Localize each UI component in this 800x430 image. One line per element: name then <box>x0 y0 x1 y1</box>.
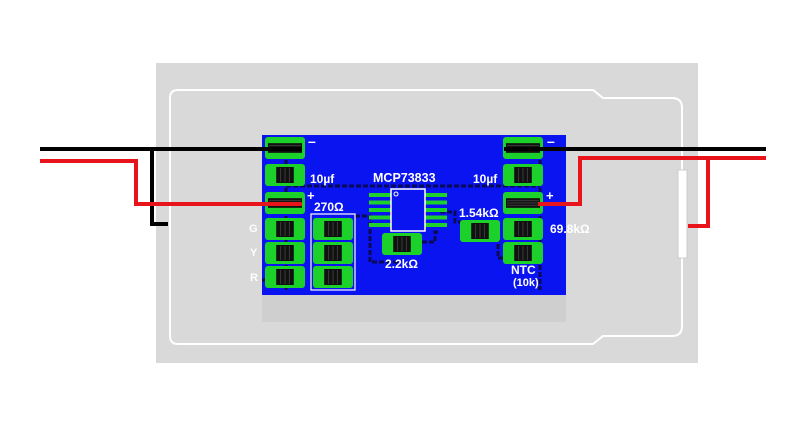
res-154k <box>460 220 500 242</box>
chip-pin <box>425 223 447 227</box>
chip-pin <box>369 223 391 227</box>
chip-body <box>390 188 426 232</box>
chip-pin <box>425 208 447 212</box>
component-pads <box>265 137 543 288</box>
pos-right-label: + <box>546 188 554 203</box>
enclosure-outline <box>169 89 683 345</box>
res-22k <box>382 233 422 255</box>
ntc-value-label: (10k) <box>513 277 539 289</box>
res-led-g <box>313 218 353 240</box>
wire-red-right <box>538 156 766 206</box>
chip-pin <box>369 208 391 212</box>
chip-label: MCP73833 <box>373 171 436 185</box>
res-698k-label: 69.8kΩ <box>550 222 590 236</box>
res-22k-label: 2.2kΩ <box>385 257 418 271</box>
neg-right-label: – <box>547 133 555 149</box>
wire-black-left-branch <box>150 147 168 226</box>
ntc-thermistor <box>503 242 543 264</box>
chip-pin <box>369 193 391 197</box>
chip-pins <box>369 193 447 227</box>
chip-pin1-marker <box>393 191 399 197</box>
mcp73833-chip <box>369 188 447 232</box>
neg-left-label: – <box>308 133 316 149</box>
cap-left-label: 10µf <box>310 172 335 186</box>
wire-red-left <box>40 159 302 206</box>
labels: – – + + 10µf 10µf MCP73833 270Ω 1.54kΩ 2… <box>249 133 590 289</box>
res-698k <box>503 218 543 240</box>
led-g-label: G <box>249 223 258 235</box>
chip-pin <box>369 215 391 220</box>
res-led-r <box>313 266 353 288</box>
led-g <box>265 218 305 240</box>
led-y <box>265 242 305 264</box>
cap-right <box>503 164 543 186</box>
ntc-label: NTC <box>511 263 536 277</box>
board-shadow <box>262 290 566 322</box>
cap-right-label: 10µf <box>473 172 498 186</box>
terminal-pos-right <box>503 192 543 214</box>
chip-pin <box>425 193 447 197</box>
chip-pin <box>369 200 391 205</box>
enclosure-slot <box>677 169 688 259</box>
cap-left <box>265 164 305 186</box>
wire-red-right-branch <box>688 156 710 228</box>
res-154k-label: 1.54kΩ <box>459 206 499 220</box>
chip-pin <box>425 215 447 220</box>
led-r <box>265 266 305 288</box>
wires <box>40 147 766 228</box>
res-led-y <box>313 242 353 264</box>
led-resistor-outline <box>310 213 356 291</box>
res-270-label: 270Ω <box>314 200 344 214</box>
pos-left-label: + <box>307 188 315 203</box>
led-y-label: Y <box>250 247 258 259</box>
chip-pin <box>425 200 447 205</box>
led-r-label: R <box>250 272 258 284</box>
